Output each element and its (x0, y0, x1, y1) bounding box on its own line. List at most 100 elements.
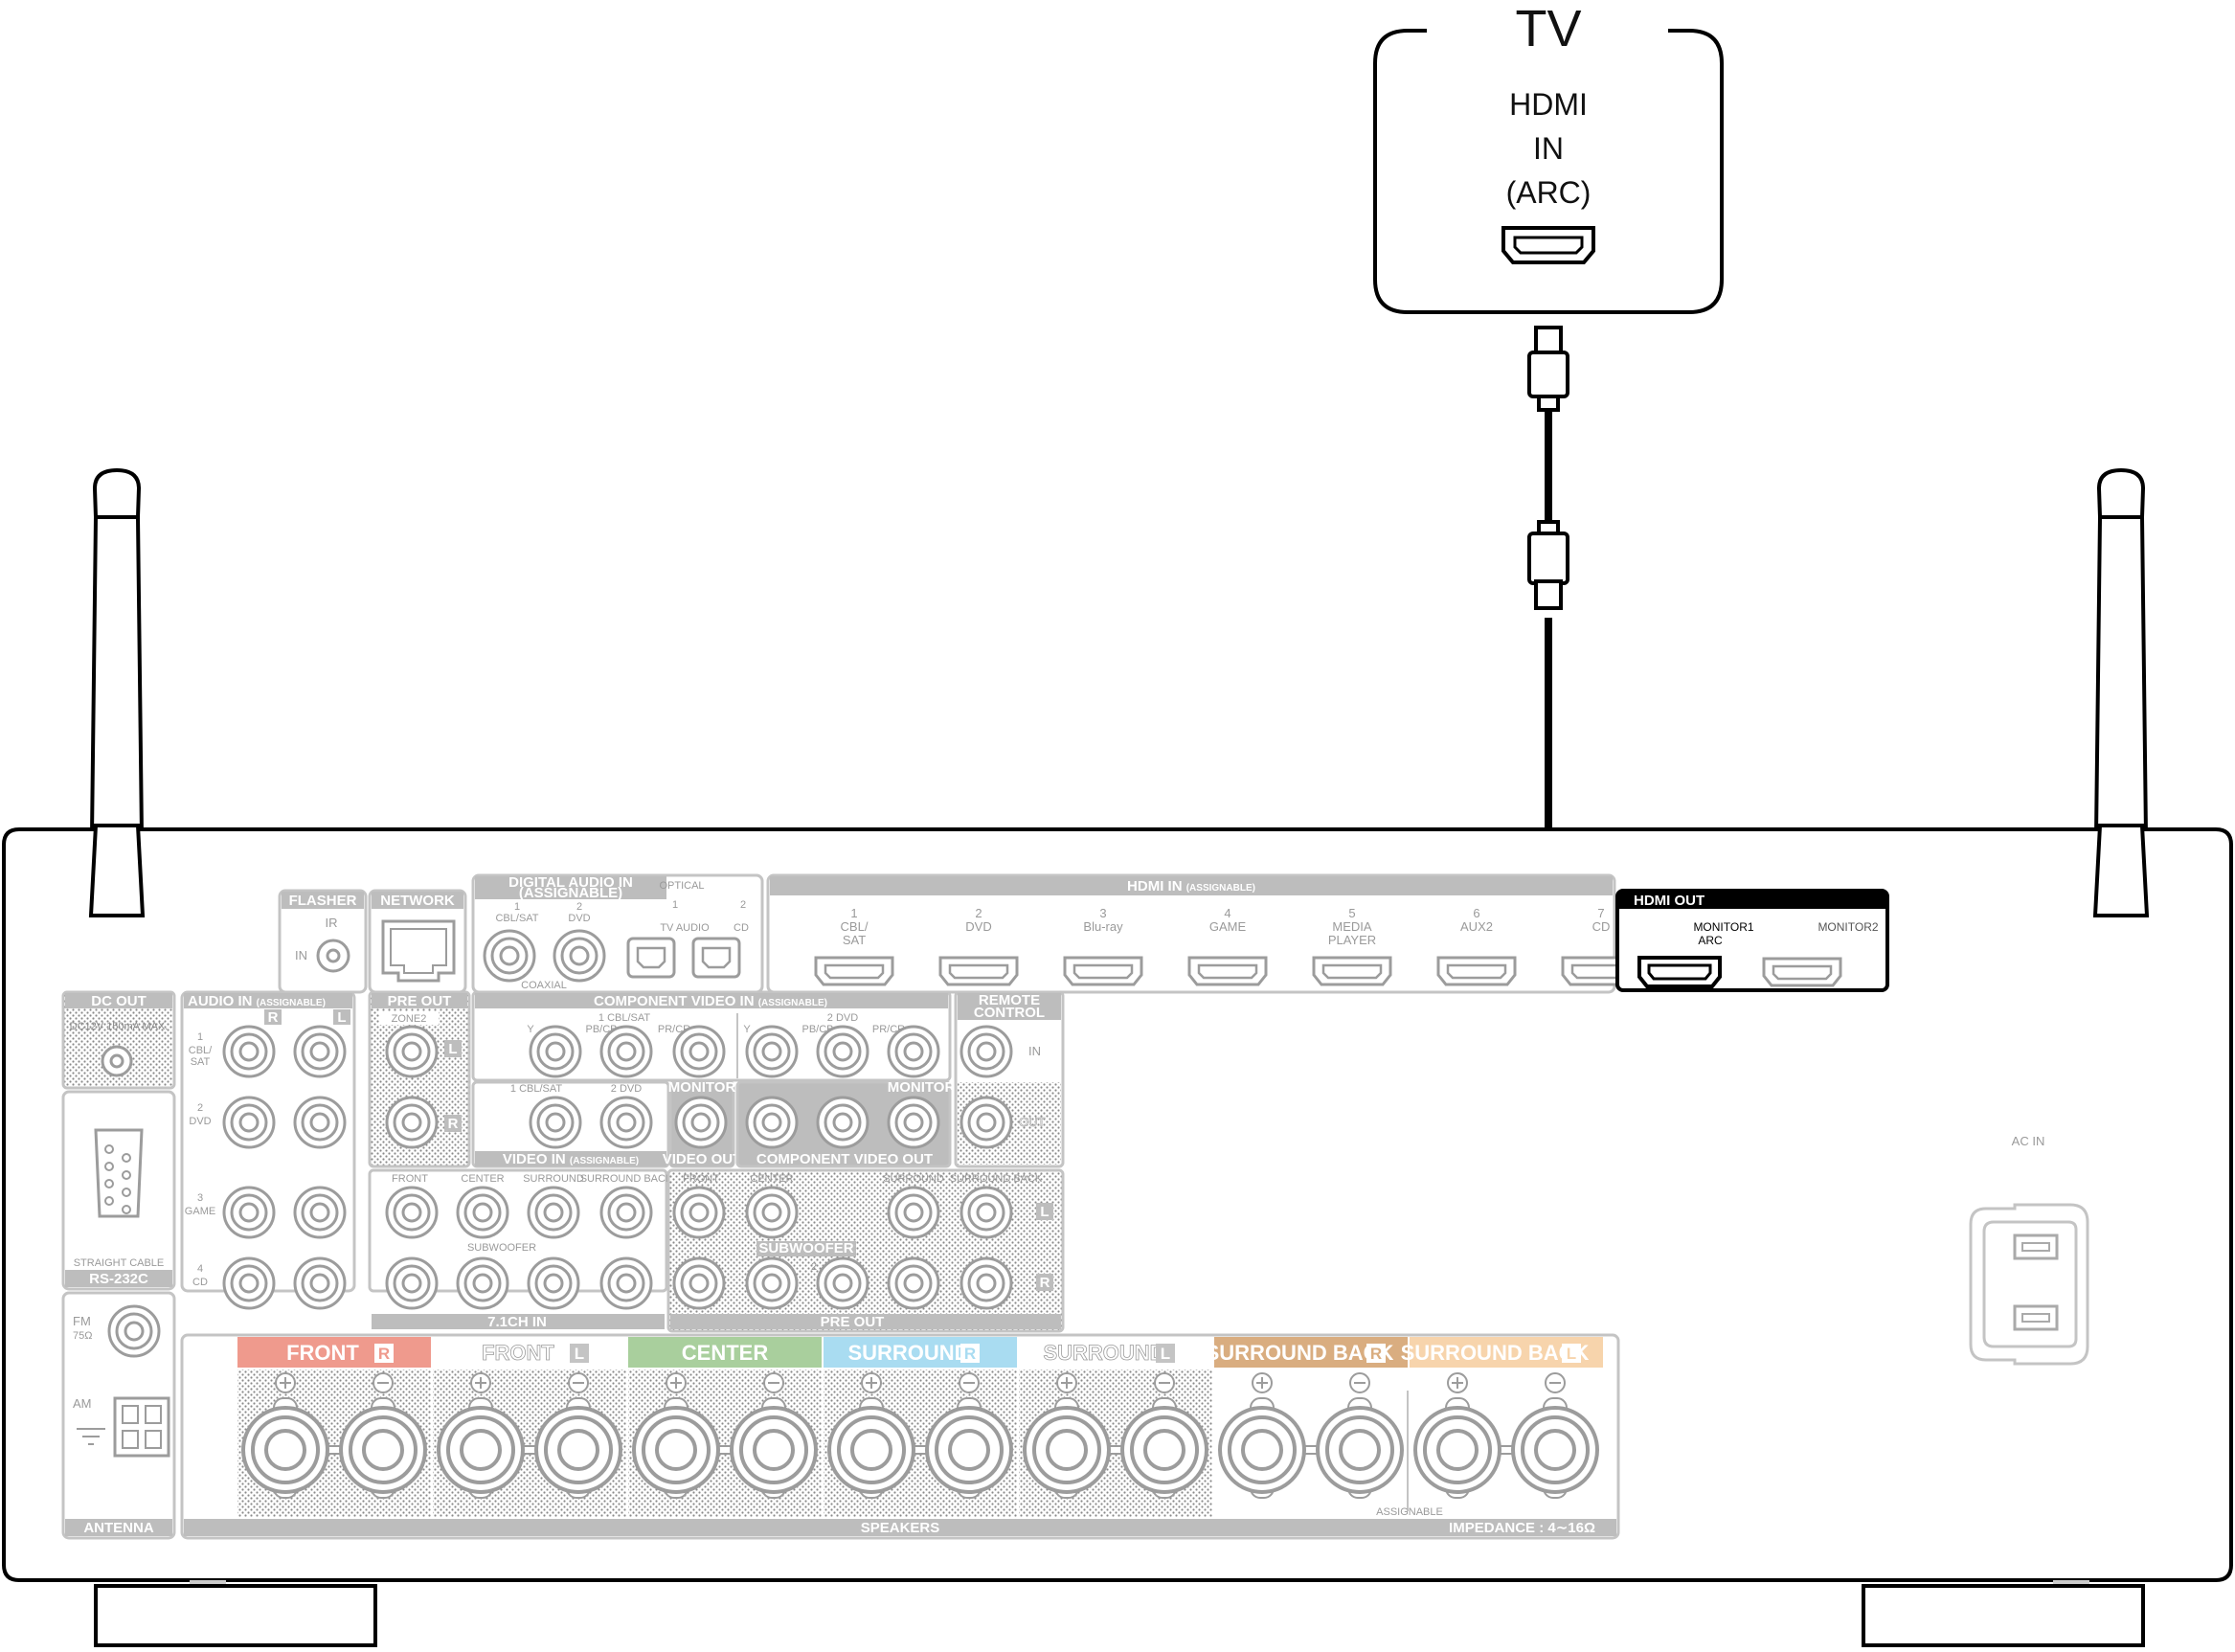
hdmi-out-monitor2-port[interactable] (1762, 957, 1842, 987)
pre-out-surround-l-jack[interactable] (887, 1186, 940, 1239)
video-in-1-jack[interactable] (529, 1096, 582, 1149)
dc-out-jack[interactable] (101, 1045, 133, 1077)
flasher-jack[interactable] (316, 939, 350, 973)
hdmi-in-port-name: AUX2 (1460, 919, 1493, 934)
dc-out-title: DC OUT (91, 993, 147, 1009)
hdmi-in-section: HDMI IN (ASSIGNABLE) 1CBL/SAT2DVD3Blu-ra… (766, 873, 1641, 994)
speaker-terminal-plus[interactable] (437, 1406, 525, 1494)
hdmi-in-connector[interactable] (1187, 956, 1268, 986)
ch71-surround-back-l-jack[interactable] (599, 1186, 653, 1239)
speaker-terminal-minus[interactable] (339, 1406, 427, 1494)
component-in-jack[interactable] (599, 1025, 653, 1078)
component-in-jack[interactable] (816, 1025, 869, 1078)
audio-in-r-jack[interactable] (222, 1186, 276, 1239)
component-out-y-jack[interactable] (745, 1096, 799, 1149)
speaker-terminal-plus[interactable] (1023, 1406, 1111, 1494)
component-in-jack[interactable] (887, 1025, 940, 1078)
speaker-channel-label: FRONT (482, 1341, 554, 1365)
tv-hdmi-in-arc-port[interactable] (1501, 226, 1595, 264)
ch71-front-r-jack[interactable] (385, 1256, 439, 1310)
speaker-terminal-plus[interactable] (632, 1406, 720, 1494)
remote-out-jack[interactable] (959, 1096, 1013, 1149)
ch71-front-l-jack[interactable] (385, 1186, 439, 1239)
pre-out-sw2-label: 2 (811, 1261, 817, 1273)
pre-out-surround-back-r-jack[interactable] (959, 1256, 1013, 1310)
audio-in-l-jack[interactable] (293, 1025, 347, 1078)
ch71-surround-label: SURROUND (523, 1173, 584, 1185)
audio-in-l-jack[interactable] (293, 1186, 347, 1239)
pre-out-l-label: L (1040, 1204, 1049, 1220)
audio-in-row-4: 4CD (192, 1256, 347, 1310)
optical-in-2-port[interactable] (691, 937, 741, 979)
component-in-jack[interactable] (529, 1025, 582, 1078)
speaker-side-badge (1366, 1344, 1386, 1363)
digital-audio-in-section: DIGITAL AUDIO IN (ASSIGNABLE) OPTICAL 1 … (471, 873, 764, 994)
component-in-jack-1: Y (527, 1024, 582, 1078)
pre-out-surround-back-l-jack[interactable] (959, 1186, 1013, 1239)
ch71-subwoofer-jack[interactable] (456, 1256, 509, 1310)
ch71-surround-r-jack[interactable] (527, 1256, 580, 1310)
component-in-jack[interactable] (672, 1025, 726, 1078)
audio-in-r-label: R (268, 1009, 279, 1026)
speaker-terminal-minus[interactable] (1316, 1406, 1404, 1494)
speaker-terminal-minus[interactable] (1120, 1406, 1208, 1494)
audio-in-l-jack[interactable] (293, 1256, 347, 1310)
zone2-pre-out-l-jack[interactable] (385, 1025, 439, 1078)
hdmi-in-connector[interactable] (938, 956, 1019, 986)
speaker-channel-header (1019, 1337, 1212, 1368)
pre-out-center-jack[interactable] (745, 1186, 799, 1239)
tv-box: TV HDMI IN (ARC) (1373, 0, 1724, 314)
zone2-pre-out-r-jack[interactable] (385, 1096, 439, 1149)
video-in-2-jack[interactable] (599, 1096, 653, 1149)
remote-in-jack[interactable] (959, 1025, 1013, 1078)
coaxial-in-2-jack[interactable] (553, 929, 606, 983)
pre-out-subwoofer-1-jack[interactable] (745, 1256, 799, 1310)
ch71-surround-l-jack[interactable] (527, 1186, 580, 1239)
hdmi-in-connector[interactable] (814, 956, 894, 986)
pre-out-front-l-jack[interactable] (672, 1186, 726, 1239)
pre-out-surround-r-jack[interactable] (887, 1256, 940, 1310)
fm-antenna-jack[interactable] (107, 1304, 161, 1358)
network-ethernet-port[interactable] (381, 919, 456, 983)
pre-out-front-r-jack[interactable] (672, 1256, 726, 1310)
pre-out-subwoofer-2-jack[interactable] (816, 1256, 869, 1310)
ch71-surround-back-r-jack[interactable] (599, 1256, 653, 1310)
speaker-terminal-plus[interactable] (1413, 1406, 1501, 1494)
speakers-impedance: IMPEDANCE : 4∼16Ω (1449, 1520, 1595, 1536)
video-out-monitor-jack[interactable] (674, 1096, 728, 1149)
speaker-channel-side: L (575, 1345, 584, 1363)
component-out-pr-jack[interactable] (887, 1096, 940, 1149)
speaker-terminal-minus[interactable] (730, 1406, 818, 1494)
speaker-terminal-minus[interactable] (925, 1406, 1013, 1494)
hdmi-in-connector[interactable] (1436, 956, 1517, 986)
audio-in-r-jack[interactable] (222, 1256, 276, 1310)
speaker-terminal-plus[interactable] (827, 1406, 915, 1494)
hdmi-in-connector[interactable] (1063, 956, 1143, 986)
audio-in-r-jack[interactable] (222, 1025, 276, 1078)
ac-in-socket[interactable] (1969, 1203, 2089, 1366)
optical-in-1-port[interactable] (626, 937, 676, 979)
ch71-center-jack[interactable] (456, 1186, 509, 1239)
hdmi-out-monitor1-port[interactable] (1637, 956, 1722, 988)
audio-in-name2: SAT (191, 1056, 211, 1068)
coaxial-in-1-jack[interactable] (483, 929, 536, 983)
audio-in-title: AUDIO IN (ASSIGNABLE) (188, 993, 326, 1009)
digital-audio-optical-label: OPTICAL (659, 880, 704, 892)
component-out-pb-jack[interactable] (816, 1096, 869, 1149)
speaker-terminal-minus[interactable] (534, 1406, 622, 1494)
network-title: NETWORK (380, 893, 455, 909)
speaker-terminal-plus[interactable] (1218, 1406, 1306, 1494)
digital-coax2-num: 2 (576, 901, 582, 913)
component-video-in-title: COMPONENT VIDEO IN (ASSIGNABLE) (594, 993, 827, 1009)
speaker-terminal-minus[interactable] (1511, 1406, 1599, 1494)
hdmi-in-port-name: DVD (965, 919, 991, 934)
audio-in-r-jack[interactable] (222, 1096, 276, 1149)
am-antenna-terminal[interactable] (77, 1396, 170, 1458)
rs232c-port[interactable] (94, 1128, 144, 1218)
audio-in-l-jack[interactable] (293, 1096, 347, 1149)
component-in-jack[interactable] (745, 1025, 799, 1078)
hdmi-in-connector[interactable] (1312, 956, 1392, 986)
speaker-terminal-plus[interactable] (241, 1406, 329, 1494)
